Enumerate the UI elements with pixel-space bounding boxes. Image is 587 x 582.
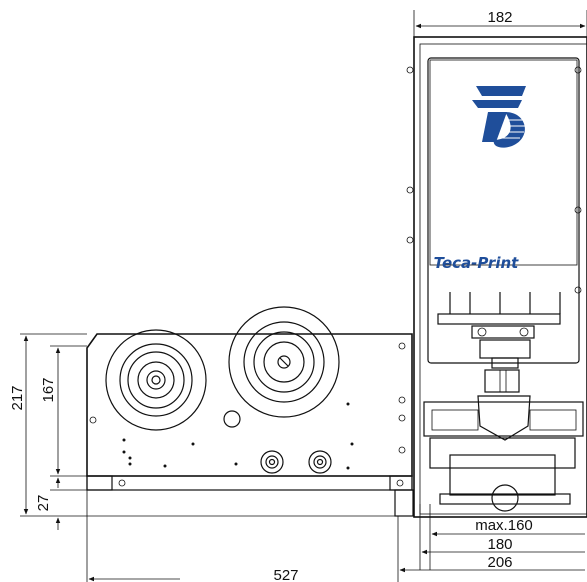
tape-unit (86, 333, 414, 517)
brand-name: Teca-Print (434, 254, 519, 272)
dimension-206-label: 206 (487, 554, 512, 571)
printer-tower (406, 36, 587, 518)
dimension-182-label: 182 (487, 9, 512, 26)
adjust-knobs (260, 450, 332, 474)
supply-reel (105, 329, 207, 431)
teca-print-logo-icon (472, 86, 526, 148)
small-roller (223, 410, 241, 428)
dimension-527-label: 527 (273, 567, 298, 582)
dimension-180-label: 180 (487, 536, 512, 553)
dimension-top-width: 182 (413, 9, 587, 37)
dimension-217-label: 217 (9, 385, 26, 410)
dimension-27-label: 27 (35, 495, 52, 512)
dimension-body-height: 167 (40, 345, 87, 477)
dimension-total-length: 527 (86, 490, 299, 582)
print-head (423, 292, 584, 512)
dimension-base-widths: max.160 180 206 (397, 504, 585, 582)
rivets (122, 402, 354, 470)
dimension-total-height: 217 (9, 333, 395, 517)
dimension-base-height: 27 (35, 477, 87, 530)
dimension-max160-label: max.160 (475, 517, 533, 534)
take-up-reel (228, 306, 340, 418)
dimension-167-label: 167 (40, 377, 57, 402)
